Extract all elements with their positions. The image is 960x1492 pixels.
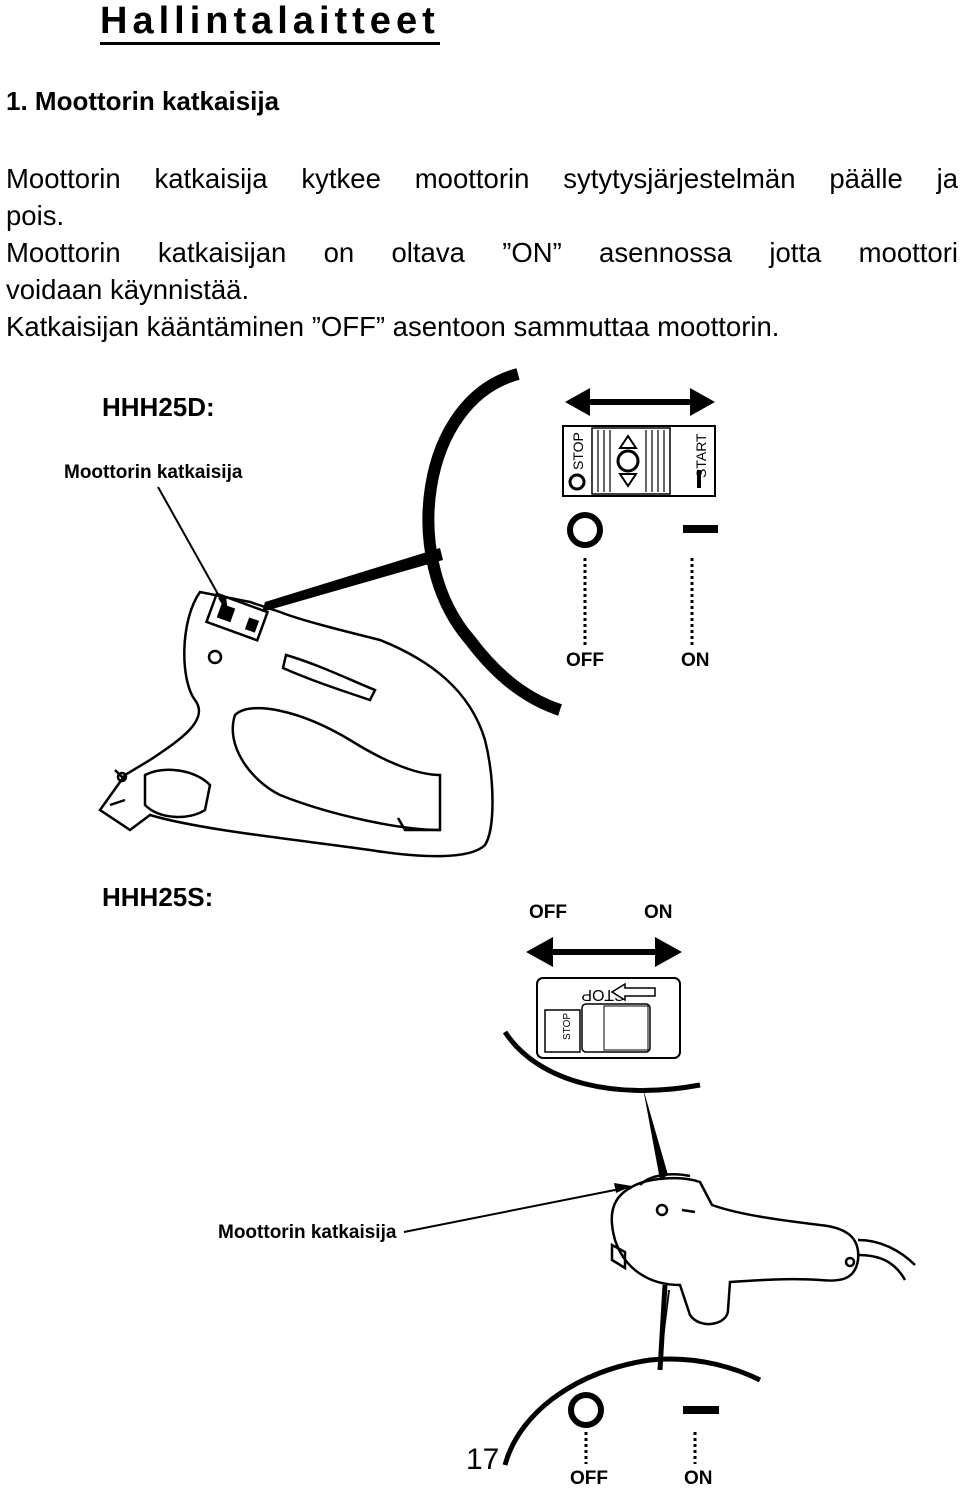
off-symbol-hhh25d [567, 512, 603, 548]
zoom-arc-upper-hhh25s [502, 1030, 701, 1093]
off-label-hhh25s-bottom: OFF [570, 1468, 608, 1489]
paragraph-line-2: pois. [6, 200, 65, 231]
callout-label-hhh25s: Moottorin katkaisija [218, 1222, 397, 1243]
hhh25d-diagram: STOP START [98, 368, 718, 858]
model-label-hhh25s: HHH25S: [102, 882, 214, 912]
zoom-bracket-hhh25d [422, 368, 562, 716]
callout-label-hhh25d: Moottorin katkaisija [64, 462, 243, 483]
section-heading: 1. Moottorin katkaisija [6, 86, 280, 116]
model-label-hhh25d: HHH25D: [102, 392, 215, 422]
trimmer-handle-hhh25d [98, 590, 494, 858]
button-stop-text: STOP [562, 1013, 573, 1040]
on-symbol-hhh25d [683, 525, 718, 533]
trimmer-handle-hhh25s [610, 1173, 916, 1326]
on-label-hhh25s-top: ON [644, 902, 673, 923]
hhh25s-diagram: STOP STOP [403, 937, 916, 1466]
on-symbol-hhh25s [683, 1406, 719, 1414]
double-arrow-hhh25d [565, 388, 715, 416]
on-label-hhh25s-bottom: ON [684, 1468, 713, 1489]
switch-plate-hhh25s: STOP STOP [536, 977, 681, 1059]
callout-line-hhh25s [403, 1186, 631, 1233]
switch-plate-hhh25d: STOP START [562, 425, 716, 497]
paragraph-line-5: Katkaisijan kääntäminen ”OFF” asentoon s… [6, 311, 780, 342]
off-label-hhh25s-top: OFF [529, 902, 567, 923]
off-label-hhh25d: OFF [566, 650, 604, 671]
paragraph-line-1: Moottorin katkaisija kytkee moottorin sy… [6, 163, 958, 194]
paragraph-line-3: Moottorin katkaisijan on oltava ”ON” ase… [6, 237, 958, 268]
callout-line-hhh25d [157, 486, 229, 613]
page-title: Hallintalaitteet [100, 0, 440, 45]
page-number: 17 [466, 1443, 500, 1476]
zoom-arc-lower-hhh25s [502, 1356, 762, 1466]
switch-stop-text: STOP [570, 432, 586, 470]
zoom-wedge-hhh25s-upper [643, 1088, 668, 1180]
paragraph-line-4: voidaan käynnistää. [6, 274, 250, 305]
zoom-wedge-hhh25d [262, 548, 443, 612]
double-arrow-hhh25s [526, 937, 682, 967]
switch-start-text: START [693, 433, 709, 478]
off-symbol-hhh25s [568, 1392, 604, 1428]
on-label-hhh25d: ON [681, 650, 710, 671]
